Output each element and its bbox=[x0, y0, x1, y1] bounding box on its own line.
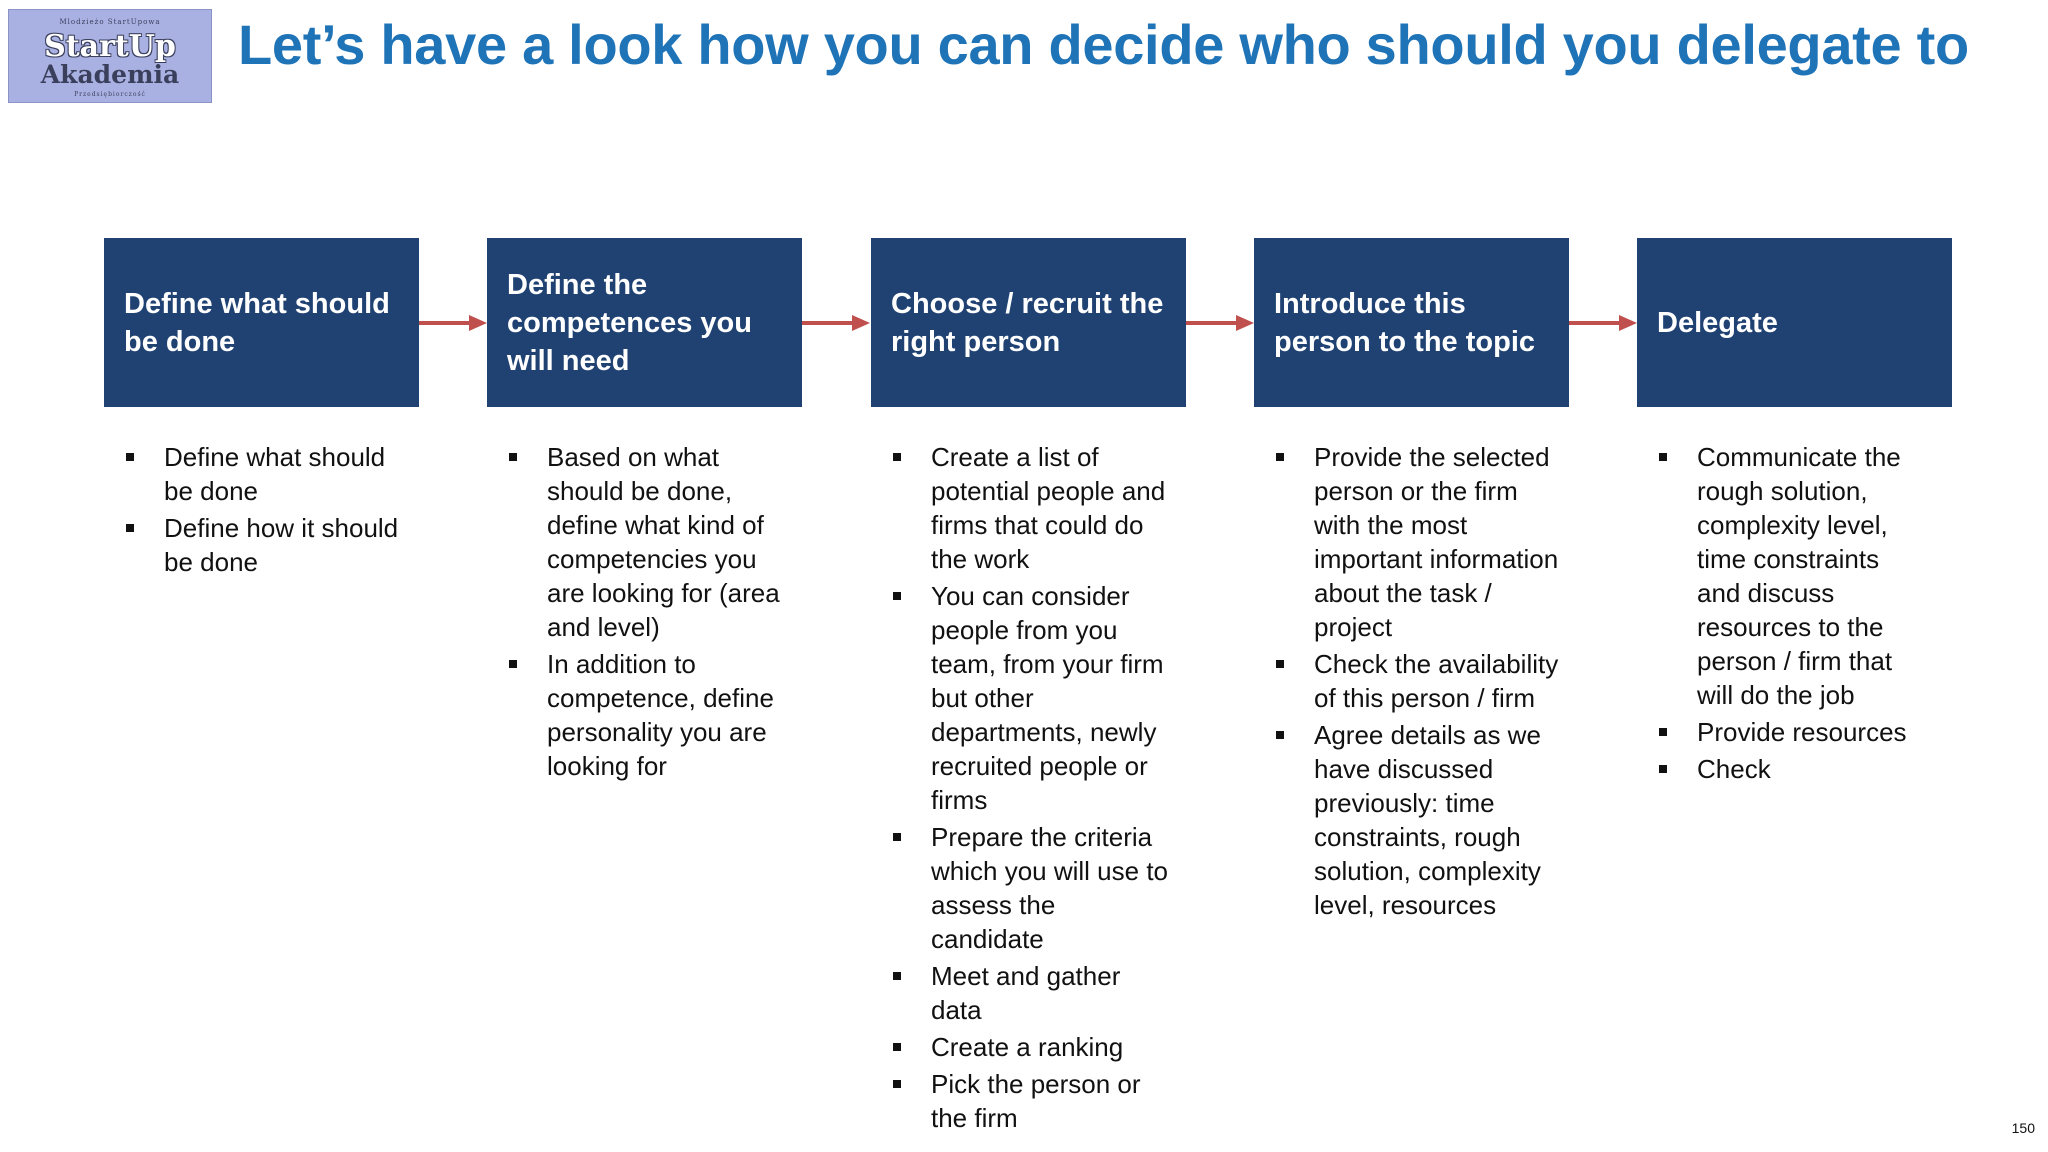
list-item: Create a ranking bbox=[893, 1030, 1173, 1064]
logo-line-2: Akademia bbox=[40, 60, 180, 89]
square-bullet-icon bbox=[893, 1043, 901, 1051]
square-bullet-icon bbox=[1276, 660, 1284, 668]
square-bullet-icon bbox=[893, 972, 901, 980]
flow-arrow-icon bbox=[1569, 315, 1637, 331]
square-bullet-icon bbox=[1276, 453, 1284, 461]
square-bullet-icon bbox=[1276, 731, 1284, 739]
step-5-bullet-list: Communicate the rough solution, complexi… bbox=[1659, 440, 1924, 789]
square-bullet-icon bbox=[509, 660, 517, 668]
list-item: You can consider people from you team, f… bbox=[893, 579, 1173, 817]
step-title: Introduce this person to the topic bbox=[1274, 287, 1535, 358]
list-item: In addition to competence, define person… bbox=[509, 647, 799, 783]
square-bullet-icon bbox=[893, 833, 901, 841]
list-item: Pick the person or the firm bbox=[893, 1067, 1173, 1135]
list-item: Provide the selected person or the firm … bbox=[1276, 440, 1561, 644]
step-4-bullet-list: Provide the selected person or the firm … bbox=[1276, 440, 1561, 925]
square-bullet-icon bbox=[1659, 453, 1667, 461]
square-bullet-icon bbox=[893, 1080, 901, 1088]
step-title: Delegate bbox=[1657, 306, 1778, 339]
list-item: Define what should be done bbox=[126, 440, 421, 508]
step-title: Define what should be done bbox=[124, 287, 390, 358]
list-item: Create a list of potential people and fi… bbox=[893, 440, 1173, 576]
list-item: Define how it should be done bbox=[126, 511, 421, 579]
square-bullet-icon bbox=[893, 592, 901, 600]
step-title: Choose / recruit the right person bbox=[891, 287, 1164, 358]
square-bullet-icon bbox=[126, 524, 134, 532]
square-bullet-icon bbox=[1659, 728, 1667, 736]
list-item: Prepare the criteria which you will use … bbox=[893, 820, 1173, 956]
flow-arrow-icon bbox=[802, 315, 870, 331]
square-bullet-icon bbox=[126, 453, 134, 461]
list-item: Communicate the rough solution, complexi… bbox=[1659, 440, 1924, 712]
step-1-bullet-list: Define what should be done Define how it… bbox=[126, 440, 421, 582]
step-title: Define the competences you will need bbox=[507, 268, 752, 377]
step-box-define-competences: Define the competences you will need bbox=[487, 238, 802, 407]
step-box-choose-recruit: Choose / recruit the right person bbox=[871, 238, 1186, 407]
list-item: Meet and gather data bbox=[893, 959, 1173, 1027]
square-bullet-icon bbox=[893, 453, 901, 461]
step-2-bullet-list: Based on what should be done, define wha… bbox=[509, 440, 799, 786]
logo-wordmark: StartUp Akademia bbox=[9, 29, 211, 89]
logo-top-text: Mlodzieżo StartUpowa bbox=[59, 18, 161, 26]
list-item: Agree details as we have discussed previ… bbox=[1276, 718, 1561, 922]
square-bullet-icon bbox=[1659, 765, 1667, 773]
square-bullet-icon bbox=[509, 453, 517, 461]
list-item: Check the availability of this person / … bbox=[1276, 647, 1561, 715]
logo-line-1: StartUp bbox=[44, 29, 176, 64]
list-item: Check bbox=[1659, 752, 1924, 786]
step-box-introduce: Introduce this person to the topic bbox=[1254, 238, 1569, 407]
startup-akademia-logo: Mlodzieżo StartUpowa StartUp Akademia Pr… bbox=[8, 9, 212, 103]
list-item: Based on what should be done, define wha… bbox=[509, 440, 799, 644]
step-box-delegate: Delegate bbox=[1637, 238, 1952, 407]
slide-title: Let’s have a look how you can decide who… bbox=[238, 13, 1969, 76]
step-box-define-what: Define what should be done bbox=[104, 238, 419, 407]
list-item: Provide resources bbox=[1659, 715, 1924, 749]
page-number: 150 bbox=[2011, 1120, 2035, 1136]
logo-bottom-text: Przedsiębiorczość bbox=[74, 91, 146, 98]
step-3-bullet-list: Create a list of potential people and fi… bbox=[893, 440, 1173, 1138]
flow-arrow-icon bbox=[1186, 315, 1254, 331]
flow-arrow-icon bbox=[419, 315, 487, 331]
